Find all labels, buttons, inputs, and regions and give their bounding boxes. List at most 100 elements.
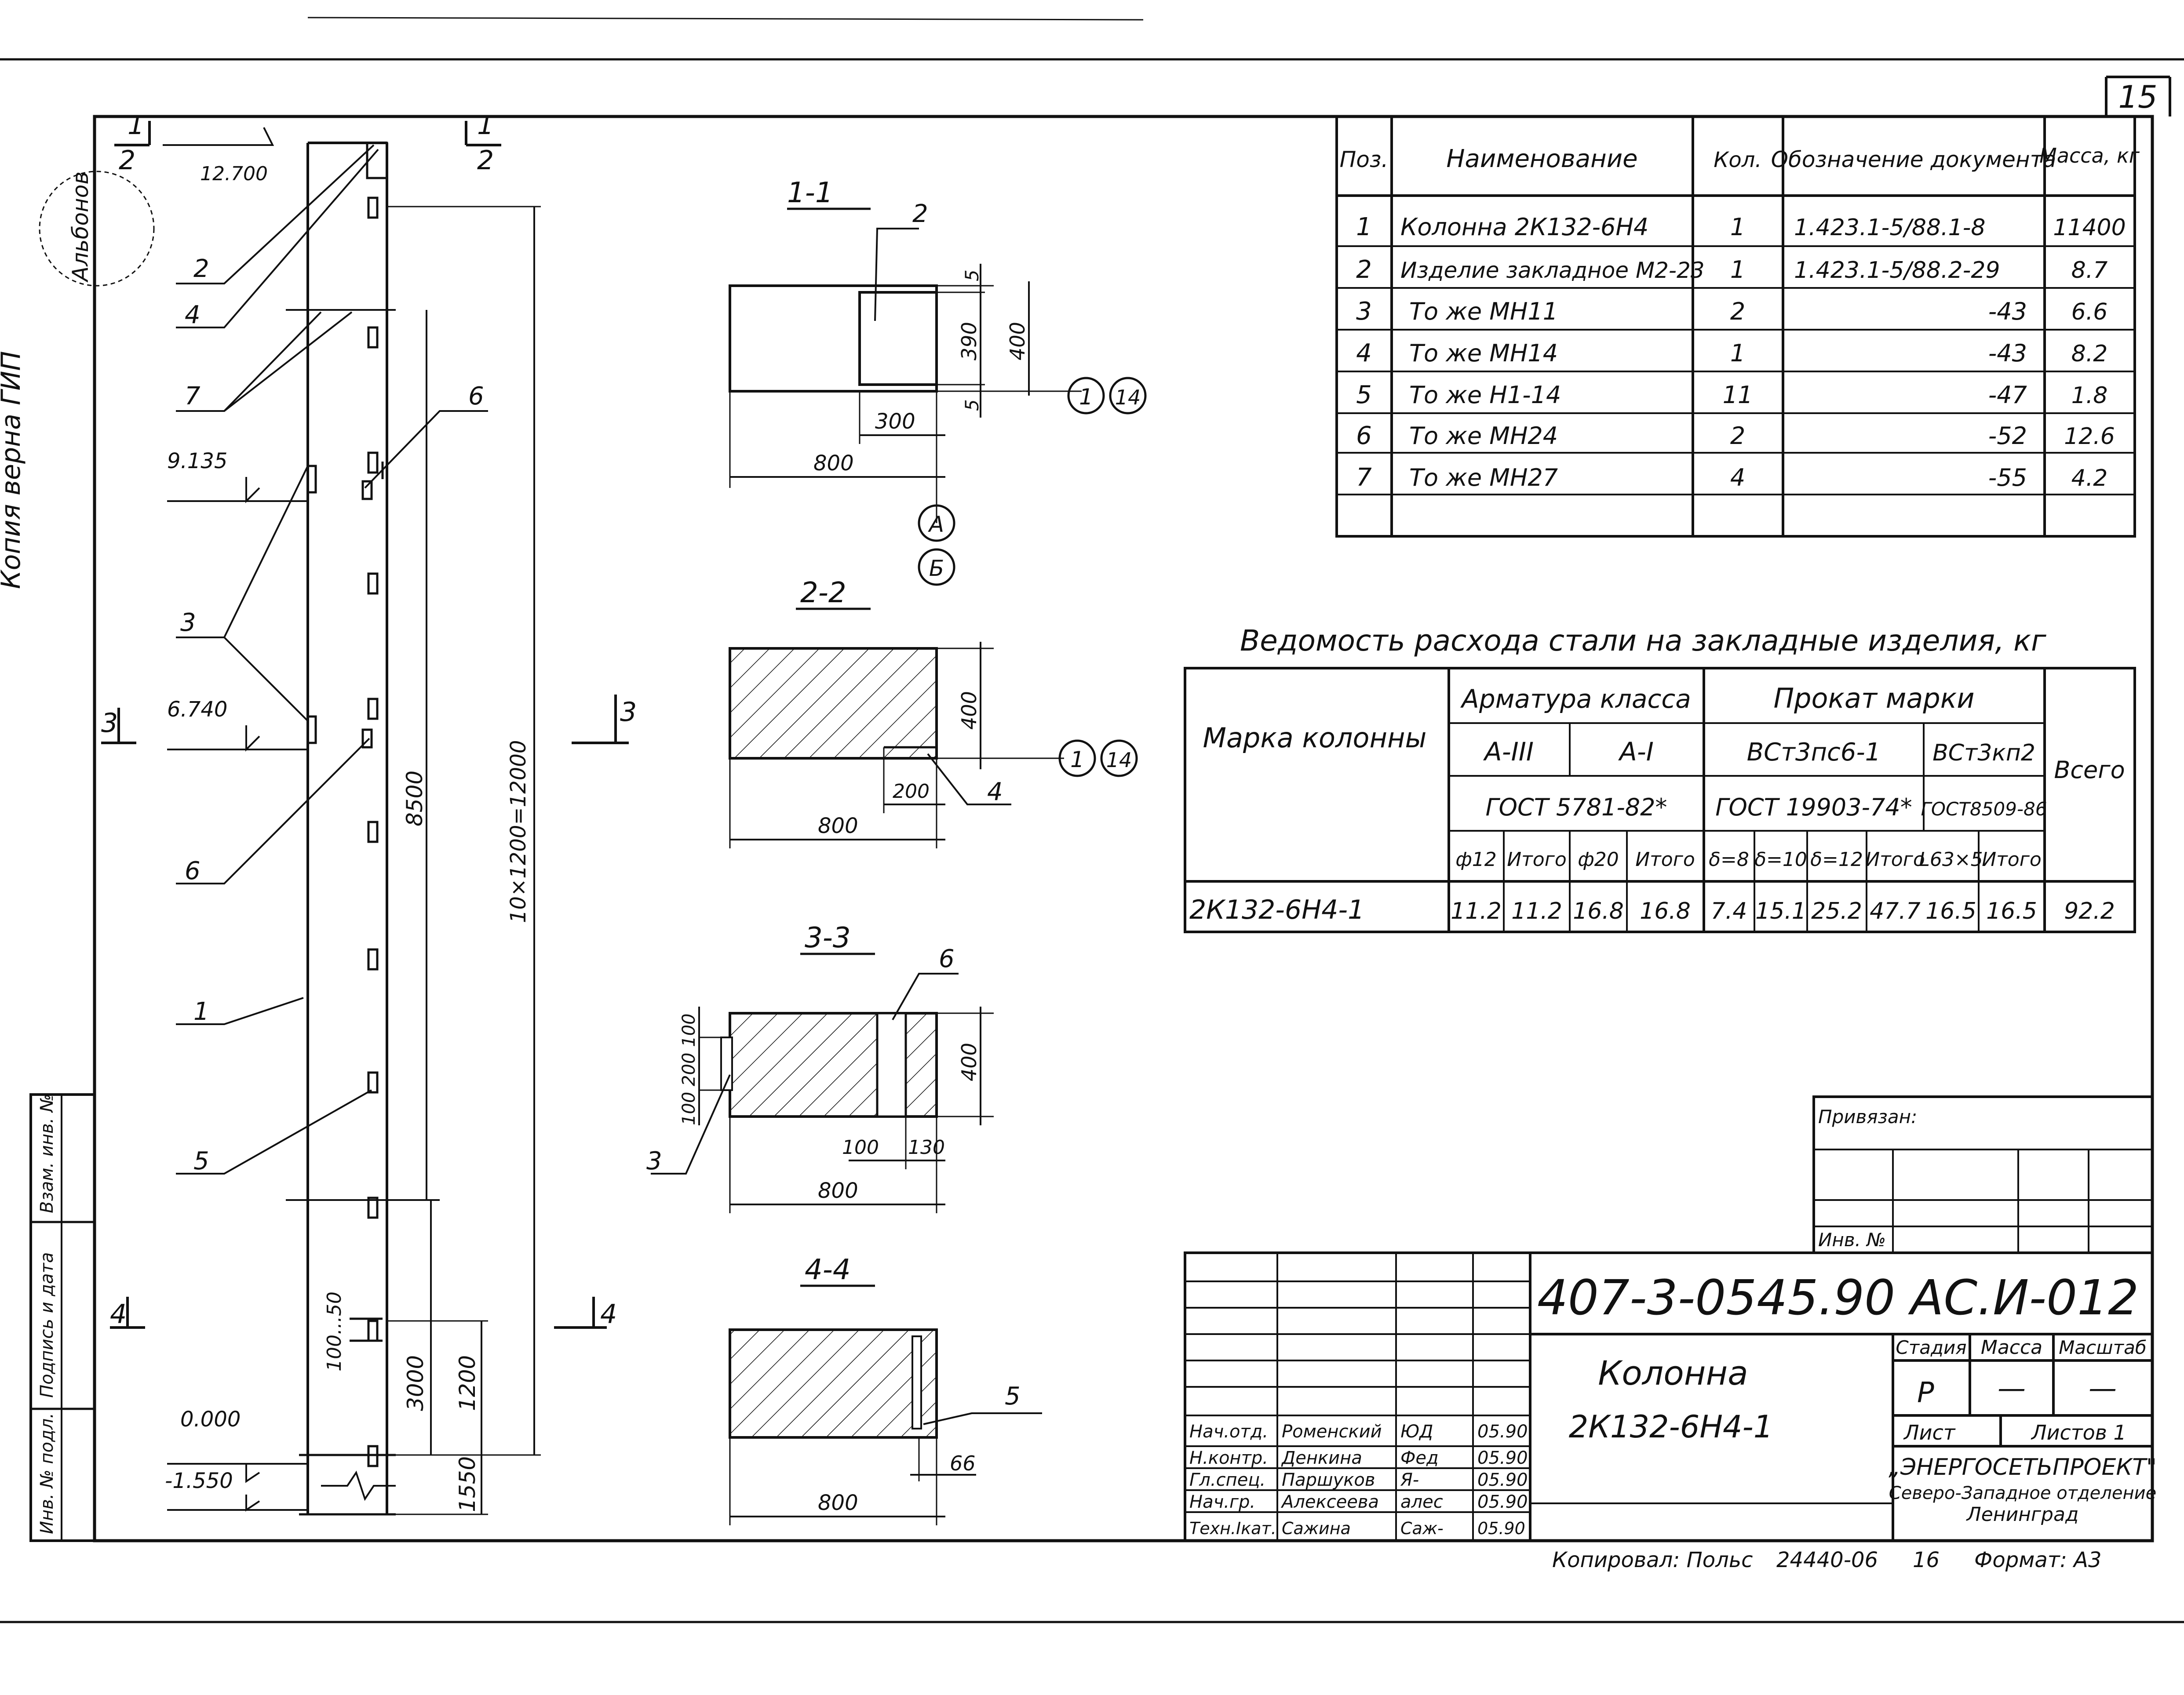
footer-sheet: 16 xyxy=(1913,1548,1940,1572)
svg-text:-55: -55 xyxy=(1988,464,2027,491)
spec-head-name: Наименование xyxy=(1446,145,1637,173)
svg-text:11.2: 11.2 xyxy=(1511,898,1562,924)
inv-no-label: Инв. № xyxy=(1818,1229,1886,1251)
section-dim-66: 66 xyxy=(950,1451,976,1475)
stage-value: Р xyxy=(1917,1377,1934,1409)
svg-text:1: 1 xyxy=(1730,339,1745,367)
steel-sub: ф20 xyxy=(1578,848,1619,871)
steel-sub: L63×5 xyxy=(1919,848,1983,871)
svg-text:4: 4 xyxy=(1730,464,1745,491)
stamp-signature: Альбонов xyxy=(68,171,93,283)
signer-row: Нач.отд. Роменский ЮД 05.90 xyxy=(1189,1422,1528,1442)
sheets-header: Листов 1 xyxy=(2031,1421,2126,1444)
cut-3-right: 3 xyxy=(620,697,637,727)
section-3-3: 3-3 6 3 100 130 800 400 100 200 100 xyxy=(646,922,994,1213)
dim-lower: 3000 xyxy=(403,1355,428,1411)
mass-value: — xyxy=(1998,1372,2026,1405)
axis-b: 14 xyxy=(1106,748,1132,772)
svg-text:7: 7 xyxy=(1356,463,1372,492)
steel-class1: А-III xyxy=(1483,737,1534,767)
svg-text:1: 1 xyxy=(1730,213,1745,241)
cut-2-right: 2 xyxy=(477,145,494,176)
row-a: А xyxy=(928,512,944,537)
spec-head-qty: Кол. xyxy=(1714,148,1761,172)
svg-text:Саж-: Саж- xyxy=(1400,1519,1444,1538)
drawing-name-1: Колонна xyxy=(1598,1353,1748,1393)
svg-text:-52: -52 xyxy=(1988,422,2027,450)
section-dim-width: 800 xyxy=(818,1178,858,1203)
svg-text:Нач.гр.: Нач.гр. xyxy=(1189,1492,1255,1512)
section-dim-inner: 200 xyxy=(893,780,930,803)
svg-text:11400: 11400 xyxy=(2053,215,2126,241)
svg-text:Н.контр.: Н.контр. xyxy=(1189,1448,1268,1468)
svg-text:92.2: 92.2 xyxy=(2064,898,2115,924)
section-callout-6: 6 xyxy=(939,945,955,973)
svg-text:5: 5 xyxy=(1356,381,1372,409)
svg-text:алес: алес xyxy=(1400,1492,1443,1512)
cut-2-left: 2 xyxy=(119,145,135,176)
table-row: 2 Изделие закладное М2-23 1 1.423.1-5/88… xyxy=(1356,255,2107,284)
drawing-frame xyxy=(93,115,2154,1542)
steel-class3: ВСт3пс6-1 xyxy=(1747,738,1881,767)
svg-text:05.90: 05.90 xyxy=(1477,1519,1525,1538)
cut-1-left: 1 xyxy=(128,110,144,141)
mass-header: Масса xyxy=(1981,1336,2042,1359)
cut-4-right: 4 xyxy=(600,1299,617,1330)
svg-text:8.2: 8.2 xyxy=(2071,341,2108,367)
dim-total: 10×1200=12000 xyxy=(506,740,531,923)
dim-upper: 8500 xyxy=(402,771,427,826)
svg-text:Техн.Iкат.: Техн.Iкат. xyxy=(1189,1519,1276,1538)
scale-header: Масштаб xyxy=(2059,1337,2147,1358)
section-callout-3: 3 xyxy=(646,1147,662,1175)
section-dim-inner-h: 390 xyxy=(957,322,981,360)
section-dim-height: 400 xyxy=(957,691,981,730)
svg-text:То же Н1-14: То же Н1-14 xyxy=(1409,381,1561,409)
svg-text:47.7: 47.7 xyxy=(1870,898,1921,924)
callout-1: 1 xyxy=(193,997,209,1026)
svg-text:16.8: 16.8 xyxy=(1573,898,1624,924)
svg-text:То же МН27: То же МН27 xyxy=(1409,464,1558,491)
signer-row: Гл.спец. Паршуков Я- 05.90 xyxy=(1189,1470,1528,1490)
svg-text:Денкина: Денкина xyxy=(1281,1448,1362,1468)
svg-text:То же МН11: То же МН11 xyxy=(1409,298,1558,325)
signer-row: Н.контр. Денкина Фед 05.90 xyxy=(1189,1448,1528,1468)
callout-6-top: 6 xyxy=(468,382,484,411)
svg-text:-43: -43 xyxy=(1988,298,2027,325)
steel-sub: Итого xyxy=(1635,848,1695,871)
callout-4: 4 xyxy=(185,301,201,329)
steel-sub: Итого xyxy=(1507,848,1567,871)
axis-a: 1 xyxy=(1079,384,1093,410)
stamp-copy-note: Копия верна ГИП xyxy=(0,351,26,589)
svg-text:Нач.отд.: Нач.отд. xyxy=(1189,1422,1268,1442)
side-label-sign: Подпись и дата xyxy=(37,1252,57,1398)
steel-sub: δ=8 xyxy=(1709,848,1749,871)
steel-class4: ВСт3кп2 xyxy=(1932,740,2035,766)
side-label-replace: Взам. инв. № xyxy=(37,1094,57,1213)
table-row: 5 То же Н1-14 11 -47 1.8 xyxy=(1356,381,2107,409)
steel-sub: δ=10 xyxy=(1754,848,1807,871)
row-b: Б xyxy=(929,556,944,581)
org-line-1: „ЭНЕРГОСЕТЬПРОЕКТ" xyxy=(1889,1454,2157,1480)
svg-text:4: 4 xyxy=(1356,339,1372,367)
svg-text:Паршуков: Паршуков xyxy=(1282,1470,1375,1490)
svg-text:-47: -47 xyxy=(1988,381,2027,409)
section-dim-gap-top: 5 xyxy=(961,269,983,281)
table-row: 7 То же МН27 4 -55 4.2 xyxy=(1356,463,2107,492)
steel-table-title: Ведомость расхода стали на закладные изд… xyxy=(1240,624,2046,658)
svg-text:05.90: 05.90 xyxy=(1477,1448,1528,1468)
svg-text:2К132-6Н4-1: 2К132-6Н4-1 xyxy=(1189,895,1364,925)
svg-text:2: 2 xyxy=(1356,255,1372,284)
svg-text:Сажина: Сажина xyxy=(1282,1519,1351,1538)
steel-total-header: Всего xyxy=(2054,756,2125,784)
steel-sub: δ=12 xyxy=(1810,848,1863,871)
section-dim-width: 800 xyxy=(818,814,858,838)
svg-text:ЮД: ЮД xyxy=(1400,1422,1433,1442)
table-row: 2К132-6Н4-1 11.2 11.2 16.8 16.8 7.4 15.1… xyxy=(1189,895,2115,925)
steel-gost3: ГОСТ8509-86 xyxy=(1921,798,2047,820)
footer: Копировал: Польс 24440-06 16 Формат: А3 xyxy=(1552,1548,2102,1572)
steel-sub: Итого xyxy=(1982,848,2042,871)
privyazan-label: Привязан: xyxy=(1818,1106,1917,1128)
title-block: Привязан: Инв. № 407-3-0545.90 АС.И-012 … xyxy=(1184,1095,2157,1542)
spec-head-doc: Обозначение документа xyxy=(1771,147,2056,172)
signer-row: Нач.гр. Алексеева алес 05.90 xyxy=(1189,1492,1528,1512)
